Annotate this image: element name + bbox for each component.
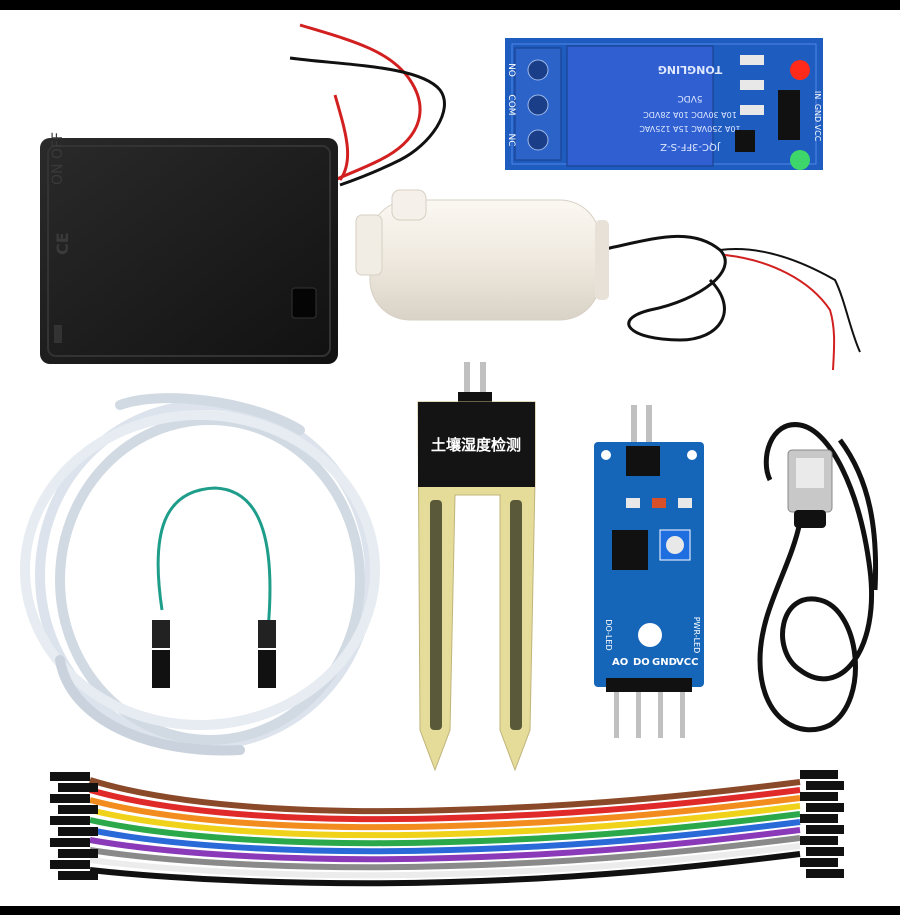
usb-cable bbox=[757, 422, 879, 733]
battery-wires bbox=[289, 23, 446, 187]
ribbon-strand bbox=[89, 777, 801, 815]
terminal-label-no: NO bbox=[506, 63, 516, 77]
dupont-connector bbox=[58, 871, 98, 880]
dupont-connector bbox=[800, 858, 838, 867]
sensor-pin-gnd: GND bbox=[652, 657, 677, 668]
ribbon-strand bbox=[89, 827, 801, 863]
do-led-label: DO-LED bbox=[604, 619, 613, 650]
battery-box: ON OFF CE bbox=[40, 132, 338, 364]
dupont-connector bbox=[806, 781, 844, 790]
sensor-pin-vcc: VCC bbox=[676, 657, 698, 668]
probe-label: 土壤湿度检测 bbox=[431, 436, 521, 454]
dupont-connector bbox=[58, 805, 98, 814]
dupont-connector bbox=[50, 794, 90, 803]
dupont-connector bbox=[800, 770, 838, 779]
dupont-connector bbox=[58, 783, 98, 792]
kit-illustration: ON OFF CE JQC-3FF-S-Z 10A 250VAC 15A 125… bbox=[20, 23, 879, 887]
relay-voltage: 5VDC bbox=[677, 93, 702, 103]
dupont-connector bbox=[50, 816, 90, 825]
dupont-connector bbox=[800, 792, 838, 801]
sensor-pin-ao: AO bbox=[612, 657, 628, 668]
relay-brand: TONGLING bbox=[658, 63, 722, 76]
dupont-connector bbox=[50, 772, 90, 781]
soil-moisture-probe: 土壤湿度检测 bbox=[417, 362, 536, 772]
pin-label-vcc: VCC bbox=[813, 125, 822, 142]
sensor-module: DO-LED PWR-LED AO DO GND VCC bbox=[594, 405, 704, 738]
terminal-label-com: COM bbox=[506, 94, 516, 115]
ribbon-strand bbox=[89, 803, 801, 839]
dupont-connector bbox=[806, 803, 844, 812]
terminal-label-nc: NC bbox=[506, 133, 516, 146]
sensor-pin-do: DO bbox=[633, 657, 650, 668]
led-red bbox=[790, 60, 810, 80]
ribbon-strand bbox=[89, 851, 801, 887]
dupont-connector bbox=[800, 836, 838, 845]
ribbon-strand bbox=[89, 795, 801, 831]
ribbon-connectors-left bbox=[50, 772, 98, 880]
ribbon-cable bbox=[89, 777, 801, 887]
ribbon-strand bbox=[89, 787, 801, 823]
dupont-connector bbox=[800, 814, 838, 823]
pin-label-in: IN bbox=[813, 91, 822, 99]
ribbon-strand bbox=[89, 843, 801, 879]
battery-marking: ON OFF bbox=[50, 132, 66, 185]
jumper-wire bbox=[152, 486, 276, 688]
relay-rating-1: 10A 250VAC 15A 125VAC bbox=[639, 124, 741, 133]
ribbon-connectors-right bbox=[800, 770, 844, 878]
battery-switch bbox=[291, 287, 317, 319]
dupont-connector bbox=[806, 825, 844, 834]
ce-mark: CE bbox=[53, 232, 72, 255]
dupont-connector bbox=[806, 847, 844, 856]
dupont-connector bbox=[50, 838, 90, 847]
relay-rating-2: 10A 30VDC 10A 28VDC bbox=[643, 110, 737, 119]
dupont-connector bbox=[58, 827, 98, 836]
dupont-connector bbox=[58, 849, 98, 858]
product-photo: ON OFF CE JQC-3FF-S-Z 10A 250VAC 15A 125… bbox=[0, 10, 900, 906]
relay-module: JQC-3FF-S-Z 10A 250VAC 15A 125VAC 10A 30… bbox=[505, 38, 823, 170]
dupont-connector bbox=[806, 869, 844, 878]
dupont-connector bbox=[50, 860, 90, 869]
ribbon-strand bbox=[89, 811, 801, 847]
silicone-tube bbox=[20, 393, 380, 756]
led-green bbox=[790, 150, 810, 170]
pwr-led-label: PWR-LED bbox=[692, 617, 701, 654]
ribbon-strand bbox=[89, 819, 801, 855]
pin-label-gnd: GND bbox=[813, 104, 822, 122]
ribbon-strand bbox=[89, 835, 801, 871]
water-pump bbox=[355, 189, 861, 371]
relay-model: JQC-3FF-S-Z bbox=[660, 141, 721, 152]
